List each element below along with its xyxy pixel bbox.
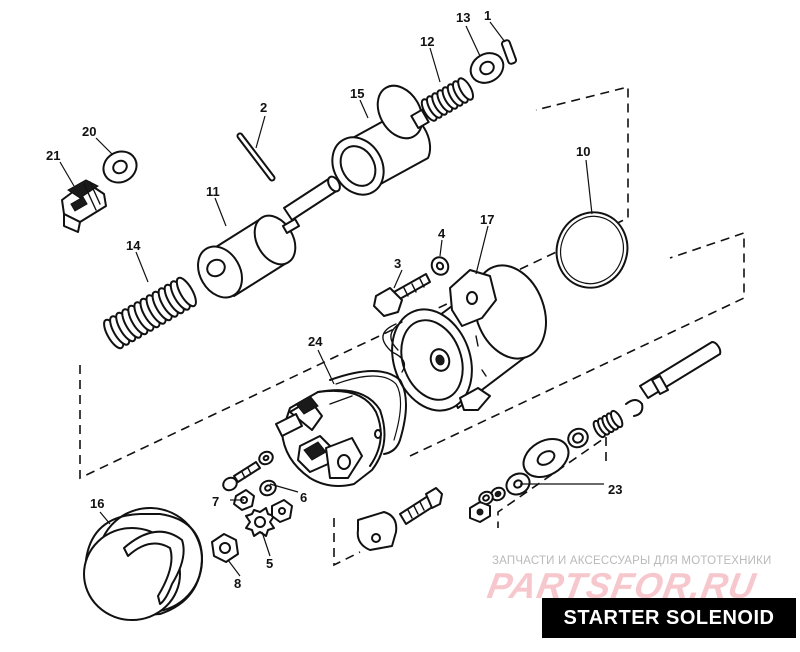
callout-7: 7 — [212, 494, 219, 509]
callout-17: 17 — [480, 212, 494, 227]
callout-13: 13 — [456, 10, 470, 25]
callout-1: 1 — [484, 8, 491, 23]
callout-24: 24 — [308, 334, 323, 349]
part-17-solenoid-housing — [382, 264, 547, 412]
part-10-o-ring — [555, 211, 629, 289]
part-23-contact-kit — [469, 340, 722, 523]
part-24-gasket — [329, 370, 407, 455]
part-20-washer — [102, 150, 138, 184]
callout-12: 12 — [420, 34, 434, 49]
part-1-pin — [500, 39, 518, 65]
part-4-lock-washer — [430, 256, 450, 276]
callout-3: 3 — [394, 256, 401, 271]
part-5-star-washer — [245, 499, 293, 537]
diagram-title: STARTER SOLENOID — [542, 598, 796, 638]
callout-14: 14 — [126, 238, 141, 253]
callout-21: 21 — [46, 148, 60, 163]
callout-15: 15 — [350, 86, 364, 101]
group-boundary-lines — [79, 85, 745, 567]
callout-10: 10 — [576, 144, 590, 159]
part-21-terminal-fitting — [61, 179, 107, 233]
watermark-caption: ЗАПЧАСТИ И АКСЕССУАРЫ ДЛЯ МОТОТЕХНИКИ — [492, 555, 772, 567]
callout-20: 20 — [82, 124, 96, 139]
callout-2: 2 — [260, 100, 267, 115]
part-7-screw — [222, 461, 261, 511]
part-3-bolt — [373, 273, 431, 317]
callout-23: 23 — [608, 482, 622, 497]
part-11-plunger — [197, 175, 341, 299]
terminal-bracket — [356, 511, 398, 551]
part-16-rubber-boot — [83, 507, 203, 621]
part-8-hex-nut — [211, 533, 239, 563]
callout-6: 6 — [300, 490, 307, 505]
callout-5: 5 — [266, 556, 273, 571]
part-14-return-spring — [103, 276, 197, 350]
stud-bolt — [399, 487, 443, 525]
part-6-washers — [258, 450, 277, 497]
callout-8: 8 — [234, 576, 241, 591]
part-2-pin — [236, 132, 276, 182]
part-15-plunger-sleeve — [331, 84, 432, 196]
callout-4: 4 — [438, 226, 446, 241]
callout-11: 11 — [206, 184, 220, 199]
solenoid-cover — [275, 389, 386, 487]
part-13-washer — [469, 52, 505, 84]
callout-leader-lines — [59, 21, 604, 577]
part-12-small-spring — [420, 77, 474, 122]
callout-16: 16 — [90, 496, 104, 511]
callout-numbers: 1 13 12 15 2 20 21 11 14 10 4 3 17 24 6 … — [46, 8, 622, 591]
